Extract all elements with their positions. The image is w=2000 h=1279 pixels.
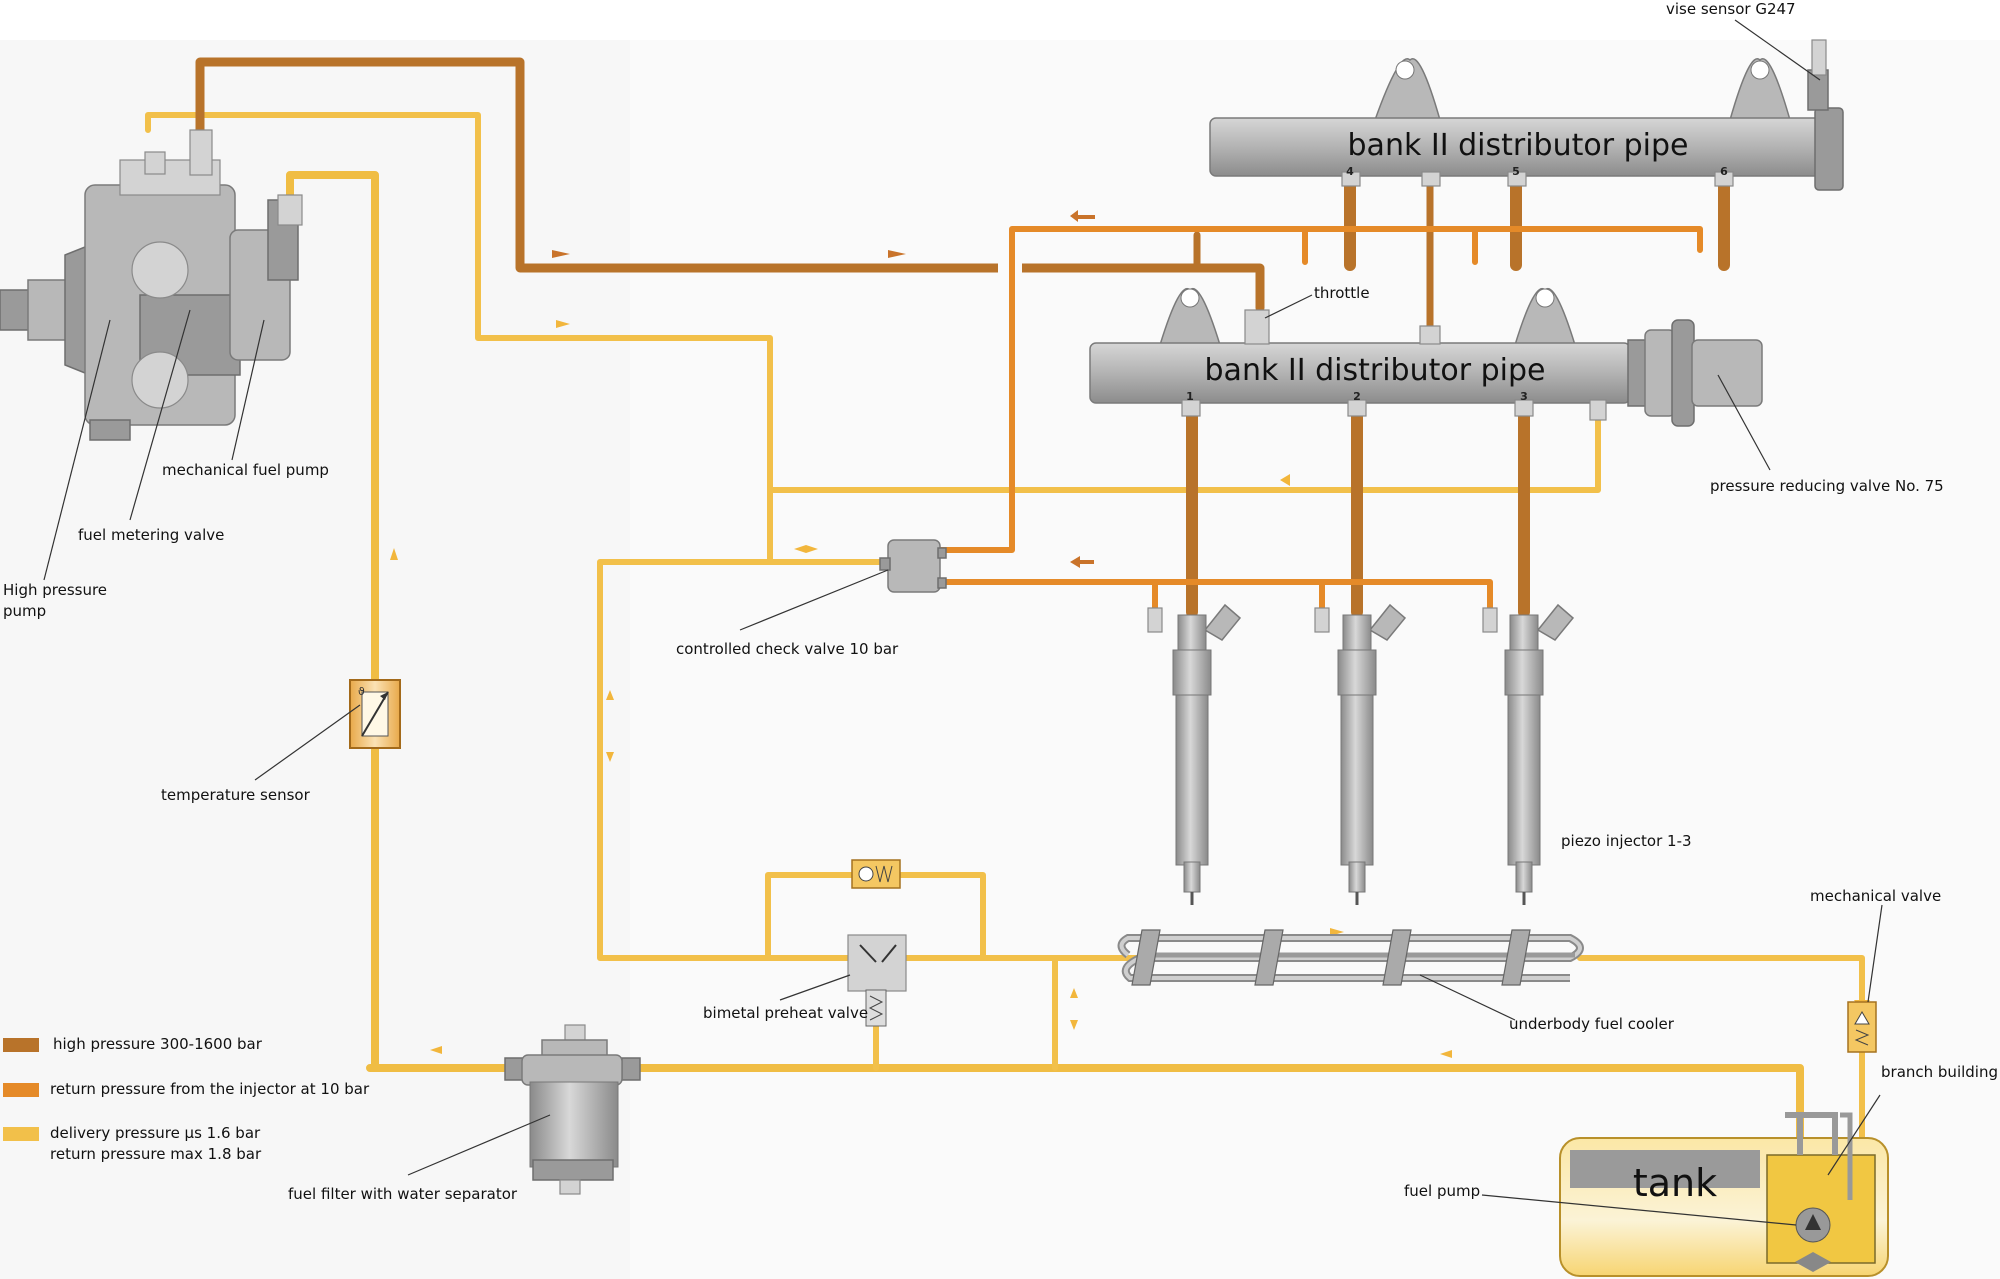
vise-sensor-label: vise sensor G247 <box>1666 0 1796 18</box>
legend-delivery: delivery pressure µs 1.6 bar <box>50 1124 261 1142</box>
upper-return-line <box>937 226 1703 553</box>
legend-high-pressure: high pressure 300-1600 bar <box>53 1035 263 1053</box>
upper-rail-label: bank II distributor pipe <box>1348 128 1689 163</box>
delivery-lines <box>145 112 1865 1203</box>
mechanical-fuel-pump-label: mechanical fuel pump <box>162 461 329 479</box>
flow-arrows <box>390 210 1870 1058</box>
controlled-check-valve <box>879 539 947 593</box>
bimetal-bypass-left <box>765 872 855 961</box>
underbody-fuel-cooler-label: underbody fuel cooler <box>1509 1015 1675 1033</box>
bimetal-bypass-right <box>897 872 986 961</box>
svg-text:ϑ: ϑ <box>358 685 365 698</box>
injector-number-3: 3 <box>1520 390 1528 403</box>
piezo-injector-label: piezo injector 1-3 <box>1561 832 1692 850</box>
pump-return-line <box>145 112 773 961</box>
injector-number-4: 4 <box>1346 165 1354 178</box>
injector-number-2: 2 <box>1353 390 1361 403</box>
injector-return-lines <box>937 226 1703 615</box>
fuel-metering-valve-label: fuel metering valve <box>78 526 224 544</box>
fuel-filter-label: fuel filter with water separator <box>288 1185 518 1203</box>
legend-swatch-delivery <box>3 1127 39 1141</box>
legend-return-injector: return pressure from the injector at 10 … <box>50 1080 370 1098</box>
injector-3 <box>1482 603 1575 905</box>
controlled-check-valve-label: controlled check valve 10 bar <box>676 640 899 658</box>
leader-lines <box>43 19 1883 1226</box>
underbody-fuel-cooler <box>1117 929 1584 986</box>
injector-number-5: 5 <box>1512 165 1520 178</box>
lower-return-line <box>937 579 1493 615</box>
branch-building-label: branch building <box>1881 1063 1998 1081</box>
temperature-sensor-label: temperature sensor <box>161 786 311 804</box>
legend-return-max: return pressure max 1.8 bar <box>50 1145 262 1163</box>
hp-main-line <box>195 57 1265 313</box>
diagram-labels: vise sensor G247 throttle pressure reduc… <box>3 0 1998 1203</box>
upper-distributor-pipe: bank II distributor pipe 4 5 6 <box>1209 39 1844 191</box>
pump-supply-riser <box>286 171 524 1072</box>
high-pressure-pump-label-line2: pump <box>3 602 46 620</box>
mechanical-valve-label: mechanical valve <box>1810 887 1941 905</box>
injector-1 <box>1147 603 1242 905</box>
legend-swatch-return-injector <box>3 1083 39 1097</box>
throttle-label: throttle <box>1314 284 1370 302</box>
lower-rail-label: bank II distributor pipe <box>1205 353 1546 388</box>
temperature-sensor: ϑ <box>349 679 401 749</box>
tank-label: tank <box>1633 1161 1717 1205</box>
bimetal-preheat-valve-label: bimetal preheat valve <box>703 1004 868 1022</box>
lower-distributor-pipe: bank II distributor pipe 1 2 3 <box>1089 287 1763 427</box>
high-pressure-pump <box>0 129 303 441</box>
pressure-reducing-valve-label: pressure reducing valve No. 75 <box>1710 477 1944 495</box>
legend: high pressure 300-1600 bar return pressu… <box>3 1035 370 1163</box>
mechanical-valve <box>1847 1001 1877 1053</box>
fuel-pump-label: fuel pump <box>1404 1182 1480 1200</box>
rail-return-line <box>767 407 1601 493</box>
fuel-filter <box>504 1024 641 1195</box>
cooler-return <box>1577 955 1865 1023</box>
bimetal-preheat-valve <box>847 859 907 1027</box>
fuel-tank: tank <box>1559 1112 1889 1277</box>
injector-number-1: 1 <box>1186 390 1194 403</box>
piezo-injectors <box>1147 603 1575 905</box>
high-pressure-pump-label-line1: High pressure <box>3 581 107 599</box>
injector-number-6: 6 <box>1720 165 1728 178</box>
injector-2 <box>1314 603 1407 905</box>
legend-swatch-high-pressure <box>3 1038 39 1052</box>
